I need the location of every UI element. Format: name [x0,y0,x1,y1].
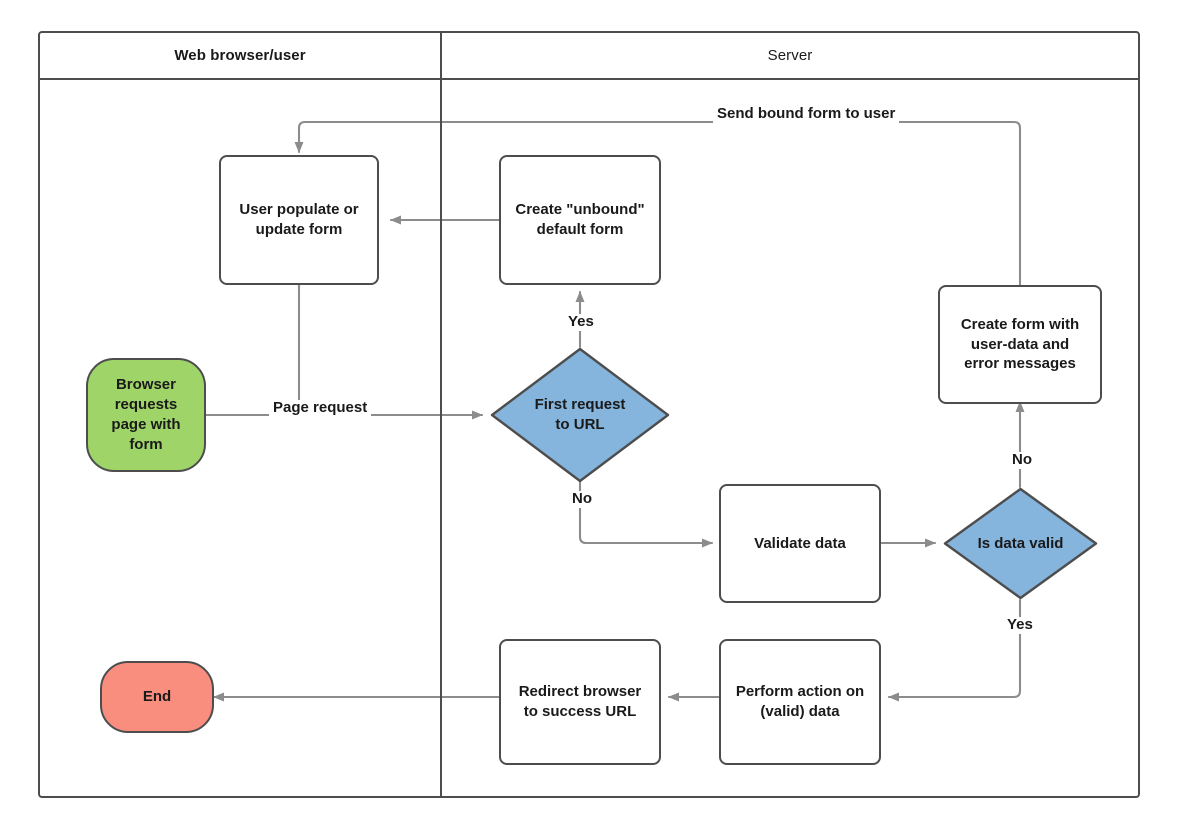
edge-label-send-bound-form-to-user: Send bound form to user [713,105,900,123]
edge-label-first-request-no: No [568,490,596,508]
node-create-form-with-user-data-and-error-messages[interactable]: Create form with user-data and error mes… [938,285,1102,404]
node-user-populate-or-update-form[interactable]: User populate or update form [219,155,379,285]
node-redirect-browser-to-success-url[interactable]: Redirect browser to success URL [499,639,661,765]
node-perform-action-on-valid-data[interactable]: Perform action on (valid) data [719,639,881,765]
node-create-unbound-default-form[interactable]: Create "unbound" default form [499,155,661,285]
node-browser-requests-page-with-form[interactable]: Browser requests page with form [86,358,206,472]
node-first-request-to-url[interactable]: First request to URL [490,347,670,483]
node-validate-data[interactable]: Validate data [719,484,881,603]
lane-header-server: Server [767,47,813,64]
node-label: First request to URL [534,396,626,433]
swimlane-frame [38,31,1140,798]
diamond-shape-icon [943,487,1098,600]
edge-label-is-data-valid-yes: Yes [1003,616,1037,634]
edge-label-is-data-valid-no: No [1008,451,1036,469]
node-end[interactable]: End [100,661,214,733]
lane-vertical-divider [440,31,442,798]
edge-label-page-request: Page request [269,399,372,417]
node-label: Is data valid [977,534,1064,552]
node-is-data-valid[interactable]: Is data valid [943,487,1098,600]
lane-header-divider [38,78,1140,80]
edge-label-first-request-yes: Yes [564,313,598,331]
lane-header-web-browser-user: Web browser/user [174,47,306,64]
